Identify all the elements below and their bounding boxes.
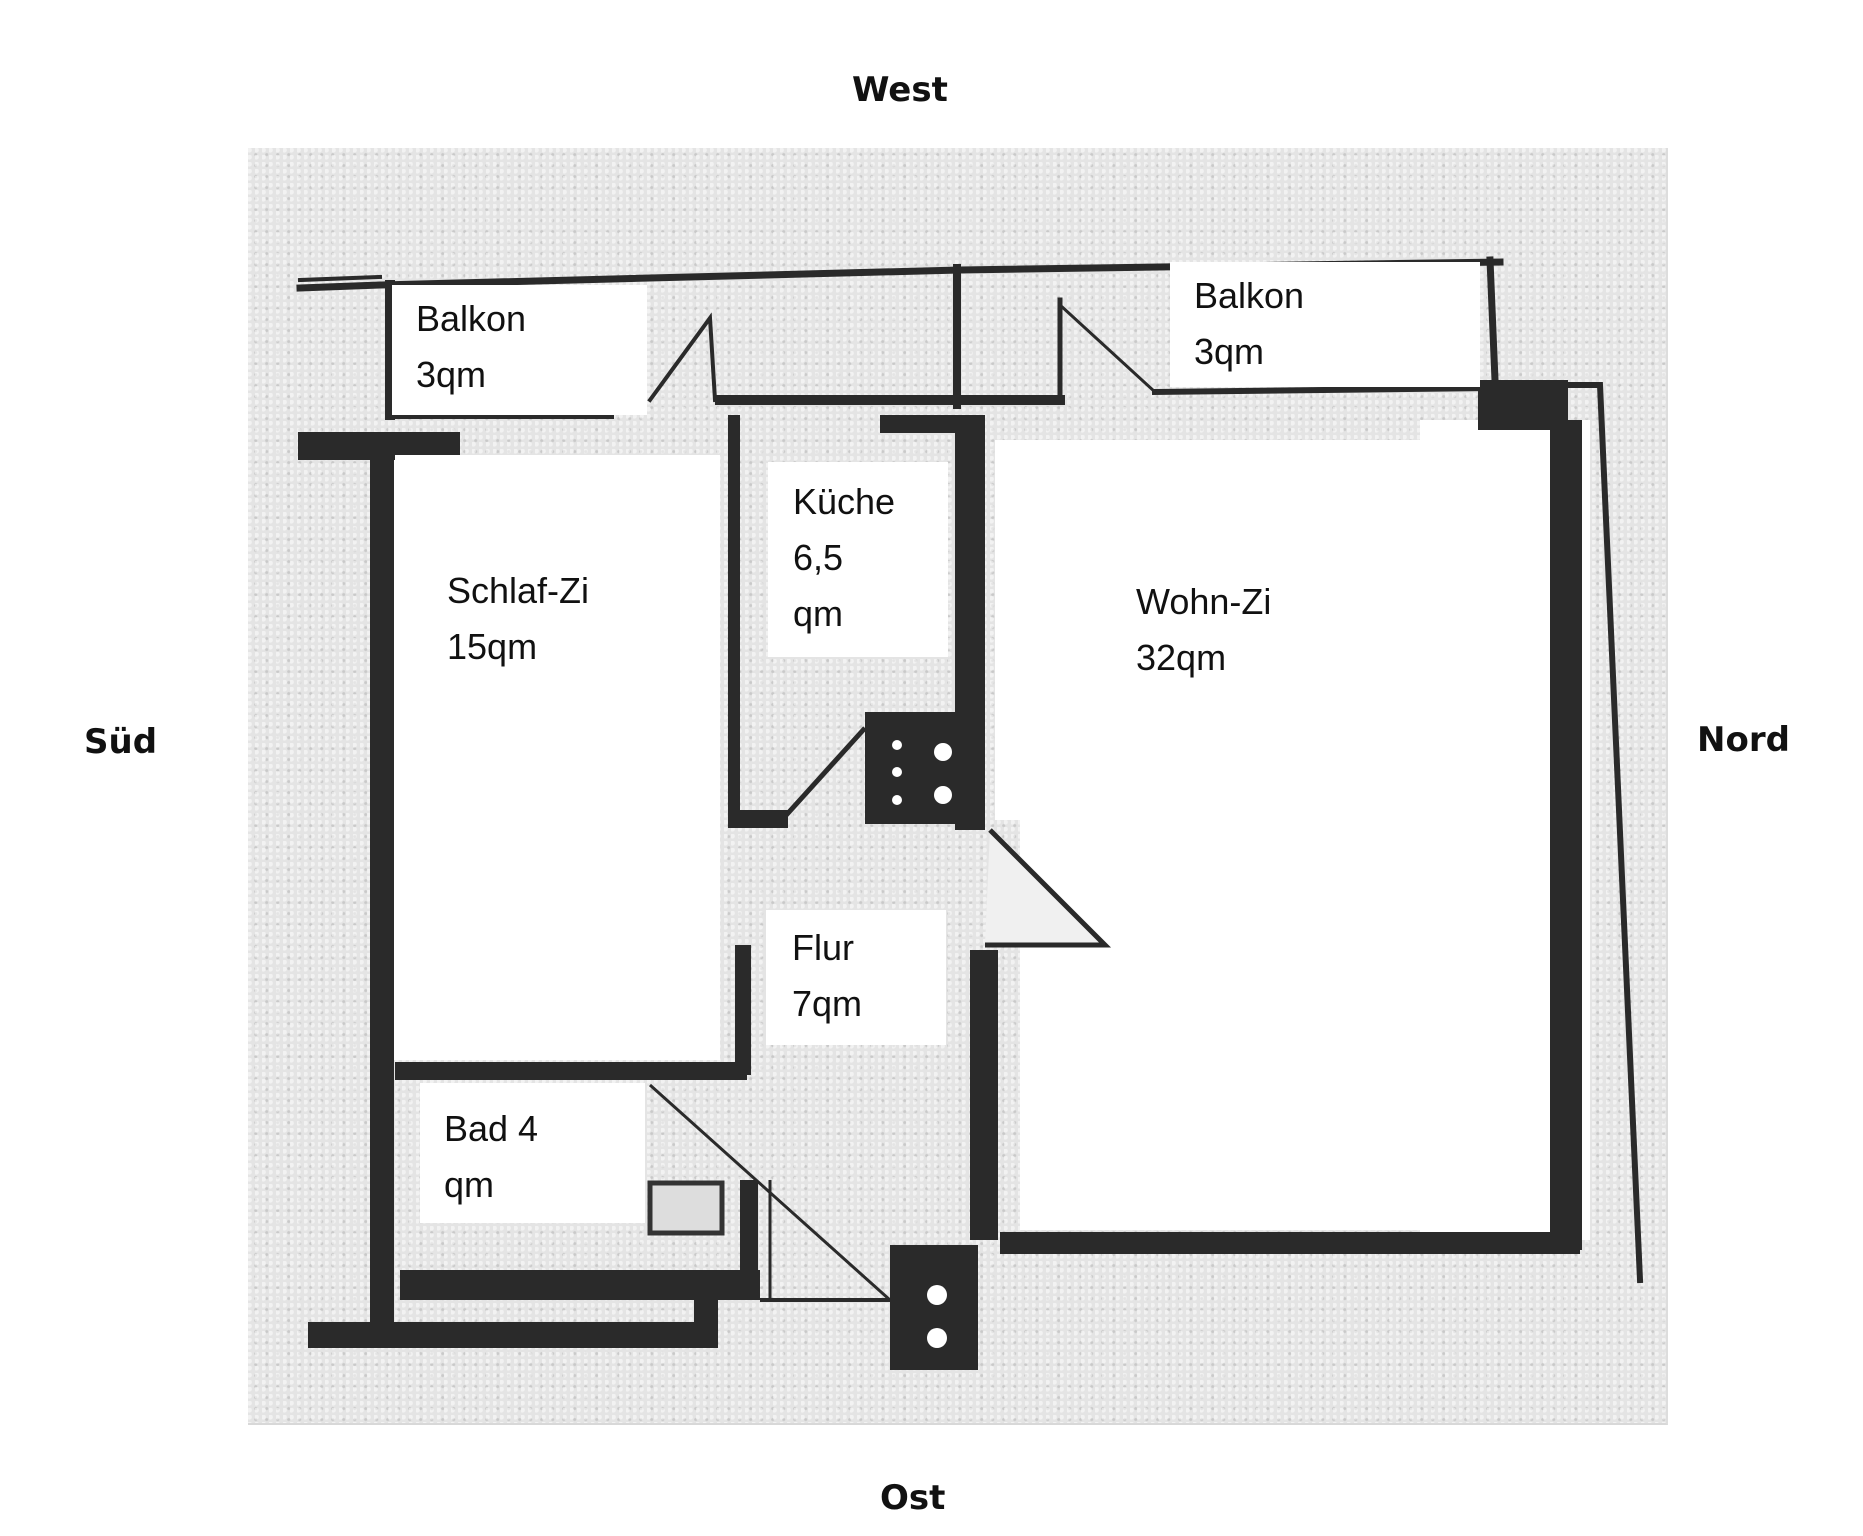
stove-icon (865, 712, 957, 824)
room-area: 7qm (792, 983, 863, 1024)
room-area: 32qm (1136, 637, 1227, 678)
compass-east: Ost (880, 1478, 946, 1518)
room-area: 3qm (416, 354, 487, 395)
room-label-bad: Bad 4 qm (420, 1083, 645, 1223)
room-name: Wohn-Zi (1136, 581, 1272, 622)
room-area-unit: qm (793, 593, 844, 634)
room-name: Küche (793, 481, 896, 522)
doors (648, 726, 1112, 1302)
room-name: Balkon (1194, 275, 1305, 316)
room-label-balkon-right: Balkon 3qm (1170, 262, 1480, 387)
room-name: Bad 4 (444, 1108, 539, 1149)
room-area: 15qm (447, 626, 538, 667)
room-label-kueche: Küche 6,5 qm (768, 462, 948, 657)
room-area: 3qm (1194, 331, 1265, 372)
room-name: Balkon (416, 298, 527, 339)
room-area: 6,5 (793, 537, 844, 578)
room-label-schlafzimmer: Schlaf-Zi 15qm (395, 455, 720, 1060)
room-name: Flur (792, 927, 854, 968)
chimney-icon (927, 1285, 947, 1348)
room-area: qm (444, 1164, 495, 1205)
compass-west: West (852, 70, 948, 110)
thick-walls (298, 380, 1582, 1370)
room-name: Schlaf-Zi (447, 570, 590, 611)
compass-north: Nord (1697, 720, 1790, 760)
room-label-flur: Flur 7qm (766, 910, 946, 1045)
sink-icon (647, 1180, 725, 1236)
room-label-balkon-left: Balkon 3qm (392, 285, 647, 415)
compass-south: Süd (84, 722, 158, 762)
room-label-wohnzimmer: Wohn-Zi 32qm (1110, 560, 1450, 700)
